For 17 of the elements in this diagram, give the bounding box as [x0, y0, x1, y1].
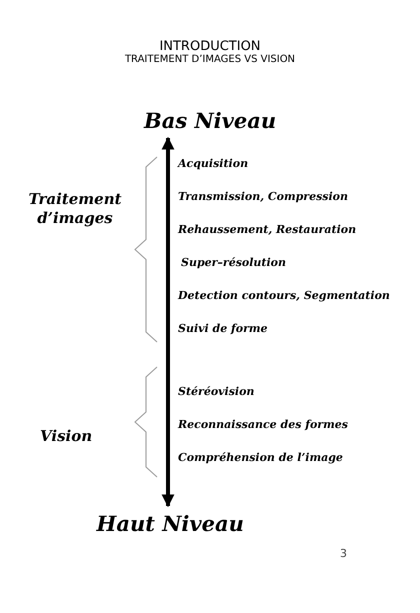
list-item: Stéréovision: [178, 386, 254, 398]
list-item: Acquisition: [178, 158, 248, 170]
page-number: 3: [340, 548, 347, 560]
list-item: Super–résolution: [181, 257, 286, 270]
subtitle: TRAITEMENT D’IMAGES VS VISION: [124, 54, 296, 65]
level-heading: Haut Niveau: [96, 512, 244, 536]
group-label: Vision: [40, 428, 92, 444]
list-item: Transmission, Compression: [178, 191, 348, 204]
list-item: Compréhension de l’image: [178, 452, 343, 464]
list-item: Detection contours, Segmentation: [178, 290, 390, 302]
level-heading: Bas Niveau: [144, 109, 276, 132]
list-item: Rehaussement, Restauration: [178, 224, 356, 236]
list-item: Reconnaissance des formes: [178, 419, 348, 432]
group-label: Traitement d’images: [27, 190, 123, 228]
list-item: Suivi de forme: [178, 323, 268, 336]
double-arrow: [162, 136, 174, 508]
slide-title: INTRODUCTION: [158, 40, 262, 54]
